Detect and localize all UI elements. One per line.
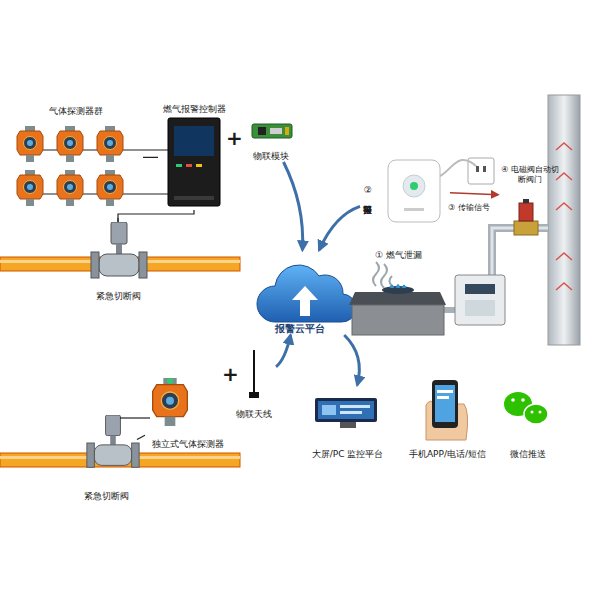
meter-display <box>465 284 495 294</box>
chip <box>270 128 282 134</box>
solenoid-coil <box>519 203 533 221</box>
alarm-face <box>403 175 425 197</box>
phone-ui <box>437 390 453 393</box>
solenoid-valve-body <box>514 221 538 235</box>
monitor-panel <box>340 405 370 408</box>
cabinet <box>352 305 444 335</box>
iot-module: 物联模块 <box>236 112 306 162</box>
shutoff-valve-node: 紧急切断阀 <box>82 222 154 302</box>
monitor-screen <box>315 398 377 422</box>
plus-sign: + <box>226 128 243 148</box>
alarm-controller: 燃气报警控制器 <box>158 104 230 210</box>
node-label: 大屏/PC 监控平台 <box>312 449 384 460</box>
controller-led <box>176 164 182 167</box>
cloud <box>257 265 356 322</box>
shutoff-valve-node: 紧急切断阀 <box>75 410 137 502</box>
riser-pipe <box>548 95 580 345</box>
standalone-detector <box>153 378 188 426</box>
alarm-grille <box>404 208 424 211</box>
standalone-detector-node: 独立式气体探测器 <box>145 375 230 450</box>
plus-sign: + <box>222 364 239 384</box>
chip <box>285 127 289 135</box>
connector <box>276 335 291 367</box>
solenoid-cap <box>523 199 529 203</box>
alarm-light <box>410 182 418 190</box>
flame <box>390 285 406 289</box>
shutoff-valve <box>87 415 139 467</box>
gas-stove: ① 燃气泄漏 <box>352 250 445 340</box>
gas-detector <box>57 170 83 206</box>
phone-screen <box>435 385 455 422</box>
node-label: 燃气报警控制器 <box>163 104 226 115</box>
node-label: 独立式气体探测器 <box>152 439 224 450</box>
wechat-eye <box>539 411 542 414</box>
wechat-push: 微信推送 <box>498 385 558 460</box>
cloud-platform: 报警云平台 <box>250 250 350 335</box>
monitor-stand <box>340 422 356 428</box>
monitor-panel <box>340 411 362 414</box>
upload-arrow <box>292 286 318 316</box>
socket-hole <box>483 166 486 172</box>
detector-group: 气体探测器群 <box>8 106 143 210</box>
phone-alert: 手机APP/电话/短信 <box>400 375 495 460</box>
controller-screen <box>174 126 214 156</box>
node-label: ② 报警器报警 <box>362 185 373 198</box>
antenna-base <box>249 392 259 398</box>
phone-ui <box>437 396 449 399</box>
phone <box>432 380 458 428</box>
connector <box>450 193 498 195</box>
node-label: 物联天线 <box>236 409 272 420</box>
node-label: 紧急切断阀 <box>96 291 141 302</box>
connector <box>319 206 360 250</box>
wire <box>120 417 150 418</box>
node-label: 报警云平台 <box>275 323 325 335</box>
gas-detector <box>97 126 123 162</box>
controller-case <box>168 118 220 206</box>
wechat-eye <box>531 411 534 414</box>
wechat-eye <box>511 398 515 402</box>
gas-detector <box>17 170 43 206</box>
meter-panel <box>465 300 495 316</box>
connector <box>143 157 158 158</box>
wechat-bubble <box>524 404 548 424</box>
connector <box>118 210 194 222</box>
monitor-display <box>318 401 374 419</box>
shutoff-valve <box>91 222 147 278</box>
node-label: 手机APP/电话/短信 <box>409 449 486 460</box>
gas-detector <box>57 126 83 162</box>
connector <box>344 335 359 385</box>
node-label: 微信推送 <box>510 449 546 460</box>
home-alarm-node: ② 报警器报警 <box>360 150 450 232</box>
node-label: 物联模块 <box>253 151 289 162</box>
node-label: 气体探测器群 <box>49 106 103 117</box>
solenoid-valve-node: ④ 电磁阀自动切断阀门 <box>498 165 562 227</box>
monitor-panel <box>322 405 336 415</box>
gas-detector <box>17 126 43 162</box>
antenna-rod <box>253 350 255 394</box>
connector <box>284 162 303 250</box>
iot-module-board <box>252 124 292 138</box>
node-label: ① 燃气泄漏 <box>375 250 422 261</box>
controller-led <box>186 164 192 167</box>
controller-strip <box>174 196 214 200</box>
controller-led <box>196 164 202 167</box>
home-alarm <box>388 160 440 222</box>
connector <box>137 435 145 439</box>
monitor-platform: 大屏/PC 监控平台 <box>300 385 395 460</box>
edge-label: ③ 传输信号 <box>448 203 508 213</box>
gas-detector <box>97 170 123 206</box>
status-light <box>167 378 173 384</box>
power-cable <box>440 160 476 176</box>
node-label: 紧急切断阀 <box>84 491 129 502</box>
gas-smoke <box>373 262 392 288</box>
wechat-eye <box>521 398 525 402</box>
chip <box>258 127 266 135</box>
gas-meter <box>455 275 505 325</box>
node-label: ④ 电磁阀自动切断阀门 <box>498 165 562 184</box>
socket-hole <box>476 166 479 172</box>
branch-pipe <box>444 307 455 313</box>
